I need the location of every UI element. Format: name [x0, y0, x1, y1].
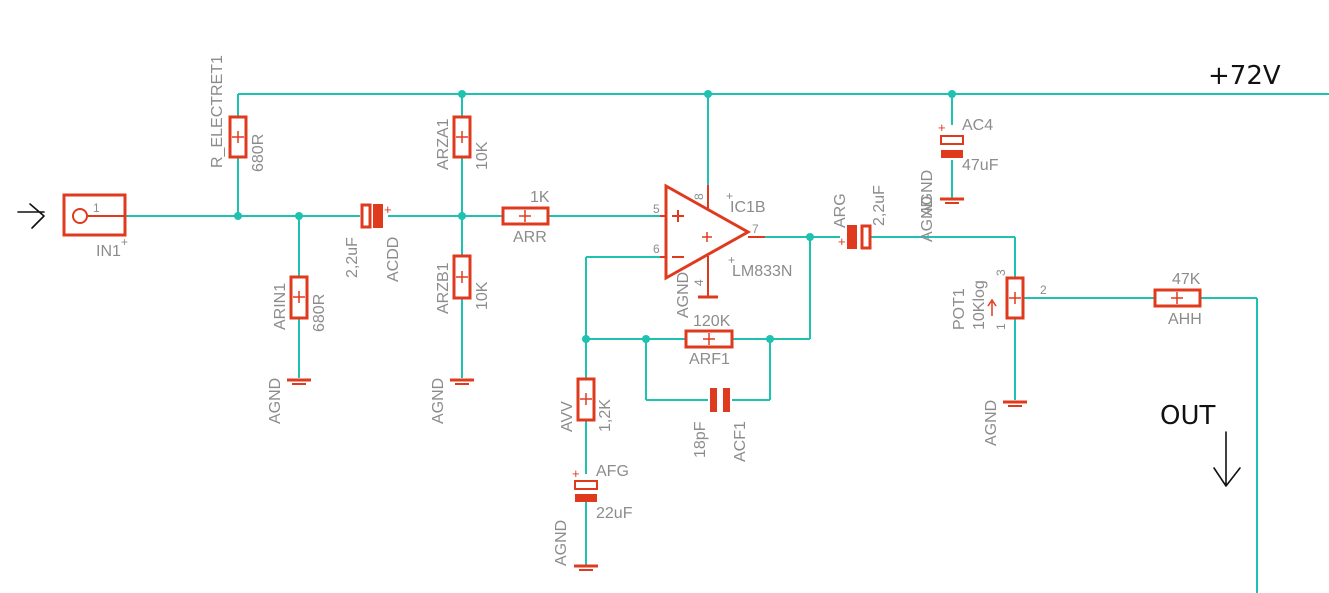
arg-label: ARG	[832, 193, 849, 228]
svg-text:+: +	[384, 202, 392, 217]
arin1-label: ARIN1	[272, 283, 289, 330]
ground-symbol	[1003, 400, 1027, 407]
pot-pin1-label: 1	[994, 323, 1008, 330]
pin5-label: 5	[653, 202, 660, 216]
afg-agnd-label: AGND	[553, 520, 570, 566]
ground-symbol	[450, 378, 474, 385]
ground-symbol	[287, 378, 311, 385]
ac4-label: AC4	[962, 117, 993, 134]
avv-value: 1,2K	[597, 399, 614, 432]
svg-text:+: +	[572, 466, 580, 481]
arzb1-resistor: ARZB1 10K	[435, 254, 491, 314]
arza1-resistor: ARZA1 10K	[435, 115, 491, 170]
arr-value: 1K	[530, 189, 550, 206]
arg-value: 2,2uF	[871, 185, 888, 226]
arza1-value: 10K	[474, 141, 491, 170]
svg-text:+: +	[938, 120, 946, 135]
pot-pin2-label: 2	[1040, 283, 1047, 297]
avv-label: AVV	[559, 401, 576, 432]
r-electret-label: R_ELECTRET1	[209, 55, 226, 168]
pin7-label: 7	[752, 222, 759, 236]
arzb1-value: 10K	[474, 281, 491, 310]
arin1-resistor: ARIN1 680R	[272, 275, 328, 332]
afg-capacitor: + AFG 22uF	[572, 463, 633, 522]
acdd-label: ACDD	[385, 237, 402, 282]
pot1-label: POT1	[951, 288, 968, 330]
ahh-value: 47K	[1172, 271, 1201, 288]
acdd-value: 2,2uF	[344, 237, 361, 278]
wires	[125, 93, 1329, 593]
arr-label: ARR	[513, 229, 547, 246]
svg-text:+: +	[726, 189, 733, 203]
output-arrow-icon	[1213, 431, 1241, 487]
junctions	[234, 90, 956, 343]
arza1-label: ARZA1	[435, 118, 452, 170]
arg-capacitor: + ARG 2,2uF AGND	[832, 185, 936, 250]
svg-text:+: +	[728, 253, 735, 267]
pot-pin3-label: 3	[994, 269, 1008, 276]
in1-label: IN1	[96, 243, 121, 260]
afg-label: AFG	[596, 463, 629, 480]
acf1-capacitor: 18pF ACF1	[692, 388, 749, 462]
svg-text:+: +	[121, 235, 128, 249]
acf1-label: ACF1	[732, 421, 749, 462]
r-electret-resistor: R_ELECTRET1 680R	[209, 55, 267, 172]
acf1-value: 18pF	[692, 421, 709, 458]
arin1-value: 680R	[311, 294, 328, 332]
arf1-value: 120K	[693, 313, 731, 330]
ground-symbol	[574, 564, 598, 571]
lm833n-label: LM833N	[732, 263, 792, 280]
pot1-value: 10Klog	[971, 280, 988, 330]
arin1-agnd-label: AGND	[267, 378, 284, 424]
ac4-value: 47uF	[962, 157, 999, 174]
ground-symbol	[940, 197, 964, 204]
pin8-label: 8	[692, 193, 706, 200]
pin4-label: 4	[692, 279, 706, 286]
ac4-agnd-label: AGND	[919, 170, 936, 216]
arf1-resistor: 120K ARF1	[684, 313, 734, 368]
pot1-potentiometer: 2 3 1 POT1 10Klog	[951, 269, 1047, 330]
opamp-agnd-label: AGND	[675, 272, 692, 318]
ahh-label: AHH	[1168, 311, 1202, 328]
svg-text:+: +	[838, 234, 846, 249]
output-label: OUT	[1160, 401, 1215, 431]
arg-agnd-label: AGND	[919, 196, 936, 242]
supply-voltage-label: +72V	[1208, 61, 1281, 91]
r-electret-value: 680R	[250, 134, 267, 172]
acdd-capacitor: + 2,2uF ACDD	[344, 202, 402, 282]
input-arrow-icon	[17, 203, 45, 229]
avv-resistor: AVV 1,2K	[559, 377, 614, 432]
arf1-label: ARF1	[689, 351, 730, 368]
arzb1-agnd-label: AGND	[430, 378, 447, 424]
in1-connector: 1 IN1 +	[62, 193, 128, 260]
ic1b-opamp: 5 6 7 8 4 IC1B + LM833N + AGND	[653, 183, 792, 318]
arr-resistor: 1K ARR	[501, 189, 550, 246]
in1-pin-label: 1	[93, 201, 100, 215]
afg-value: 22uF	[596, 505, 633, 522]
ic1b-label: IC1B	[730, 199, 766, 216]
pot1-agnd-label: AGND	[983, 400, 1000, 446]
pin6-label: 6	[653, 242, 660, 256]
arzb1-label: ARZB1	[435, 262, 452, 314]
ground-symbols	[287, 197, 1027, 571]
ac4-capacitor: + AC4 47uF AGND	[919, 117, 999, 216]
ahh-resistor: 47K AHH	[1153, 271, 1202, 328]
